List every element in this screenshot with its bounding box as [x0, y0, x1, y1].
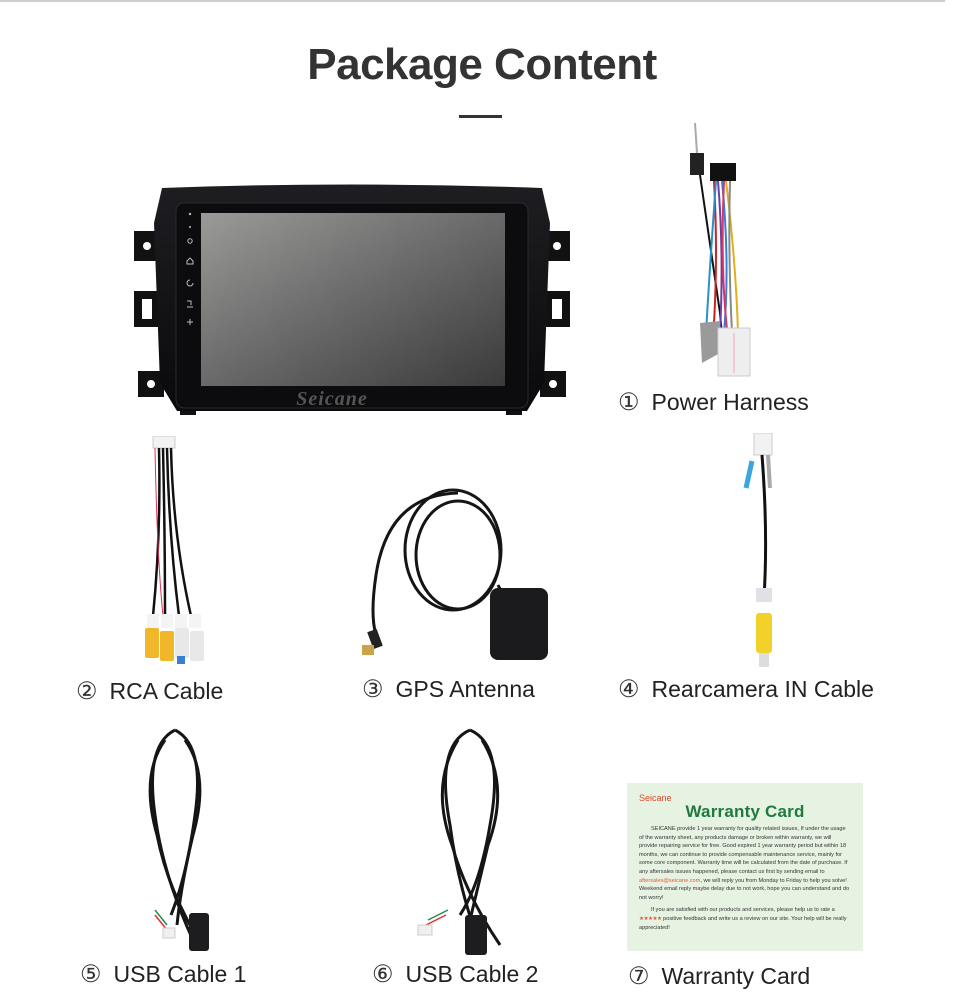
- item-name: Warranty Card: [661, 962, 811, 989]
- item-label-usb-cable-2: ⑥ USB Cable 2: [372, 960, 538, 988]
- rca-cable-image: [135, 436, 215, 671]
- item-number: ⑦: [628, 962, 650, 990]
- usb-cable-1-image: [135, 725, 225, 960]
- svg-text:Seicane: Seicane: [296, 388, 367, 410]
- warranty-email: aftersales@seicane.com: [639, 877, 701, 884]
- warranty-title: Warranty Card: [685, 802, 805, 821]
- item-name: USB Cable 1: [113, 960, 247, 987]
- warranty-feedback: If you are satisfied with our products a…: [639, 907, 847, 931]
- item-name: Rearcamera IN Cable: [651, 675, 874, 702]
- power-harness-image: [680, 123, 780, 385]
- item-label-power-harness: ① Power Harness: [618, 388, 809, 416]
- item-number: ②: [76, 677, 98, 705]
- head-unit-image: Seicane: [132, 183, 572, 418]
- warranty-card-image: Seicane Warranty Card SEICANE provide 1 …: [627, 783, 863, 951]
- item-number: ⑥: [372, 960, 394, 988]
- item-number: ①: [618, 388, 640, 416]
- warranty-body: SEICANE provide 1 year warranty for qual…: [639, 826, 850, 901]
- item-label-usb-cable-1: ⑤ USB Cable 1: [80, 960, 246, 988]
- item-name: GPS Antenna: [395, 675, 535, 702]
- page-title: Package Content: [307, 40, 657, 89]
- gps-antenna-image: [358, 485, 558, 665]
- rearcamera-cable-image: [740, 433, 790, 678]
- item-label-rca-cable: ② RCA Cable: [76, 677, 223, 705]
- item-label-rearcamera-cable: ④ Rearcamera IN Cable: [618, 675, 874, 703]
- top-divider: [0, 0, 945, 2]
- item-number: ④: [618, 675, 640, 703]
- item-label-gps-antenna: ③ GPS Antenna: [362, 675, 535, 703]
- rating-stars-icon: ★★★★★: [639, 915, 662, 922]
- item-number: ③: [362, 675, 384, 703]
- item-label-warranty-card: ⑦ Warranty Card: [628, 962, 810, 990]
- item-name: Power Harness: [651, 388, 809, 415]
- warranty-brand: Seicane: [639, 793, 672, 803]
- item-number: ⑤: [80, 960, 102, 988]
- item-name: RCA Cable: [109, 677, 224, 704]
- item-name: USB Cable 2: [405, 960, 539, 987]
- usb-cable-2-image: [410, 725, 520, 960]
- title-underline: [459, 115, 502, 118]
